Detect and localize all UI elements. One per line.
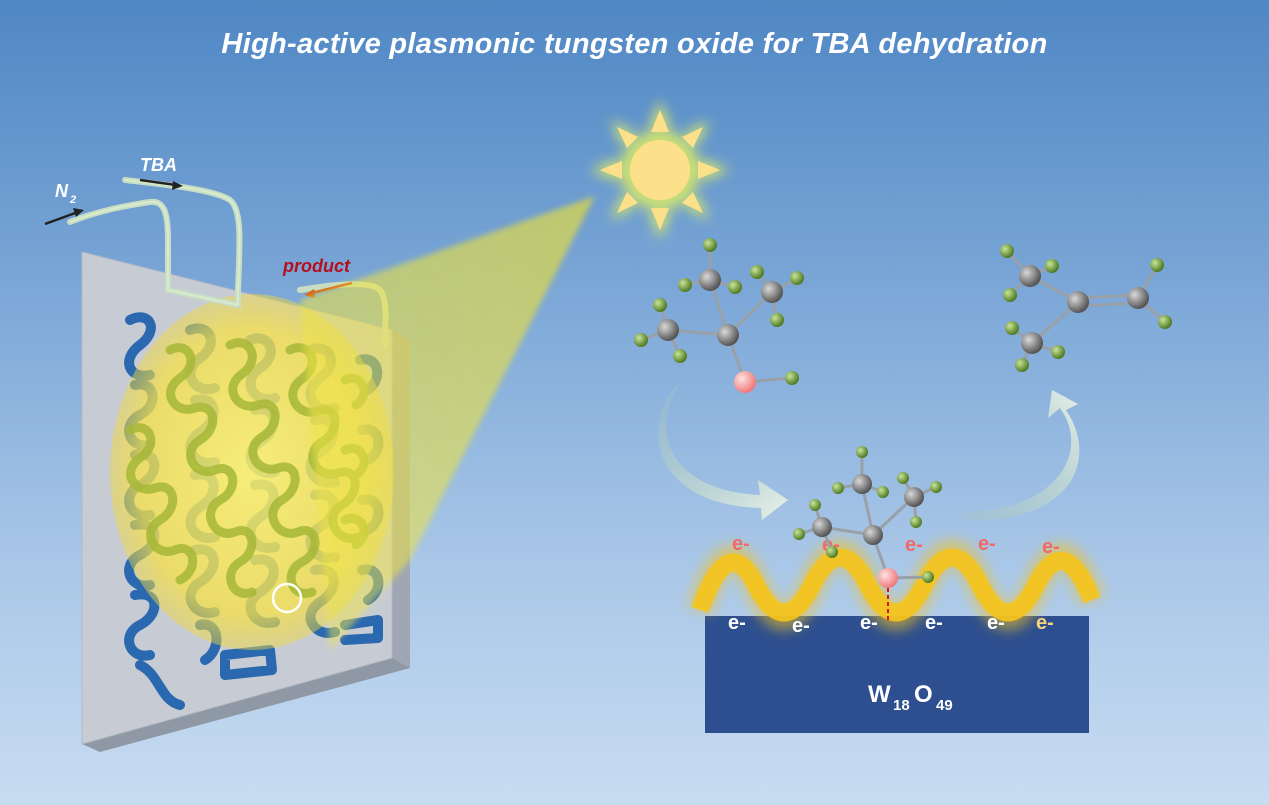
desorption-arrow-icon xyxy=(965,390,1080,521)
hot-electrons: e- e- e- e- e- xyxy=(732,533,1060,558)
electron-label: e- xyxy=(978,533,996,555)
electron-label: e- xyxy=(925,612,943,634)
tba-label: TBA xyxy=(140,155,177,175)
electron-label: e- xyxy=(1036,612,1054,634)
n2-label: N xyxy=(55,181,69,201)
adsorption-arrow-icon xyxy=(658,380,788,520)
tba-inlet: TBA xyxy=(139,155,183,190)
formula-o: O xyxy=(914,681,933,708)
formula-w: W xyxy=(868,681,891,708)
sun-icon xyxy=(590,100,730,240)
electron-label: e- xyxy=(732,533,750,555)
w18o49-block xyxy=(705,616,1089,733)
electron-label: e- xyxy=(728,612,746,634)
n2-arrow-icon xyxy=(44,210,79,226)
electron-label: e- xyxy=(792,615,810,637)
electron-label: e- xyxy=(860,612,878,634)
n2-subscript: 2 xyxy=(69,194,76,206)
tba-arrow-icon xyxy=(139,178,177,187)
electron-label: e- xyxy=(1042,536,1060,558)
n2-inlet: N 2 xyxy=(44,181,84,226)
formula-w-subscript: 18 xyxy=(893,697,910,714)
electron-label: e- xyxy=(905,534,923,556)
plate-bottom-edge xyxy=(82,658,410,752)
light-beam xyxy=(300,196,595,650)
formula-o-subscript: 49 xyxy=(936,697,953,714)
product-label: product xyxy=(282,256,351,276)
page-title: High-active plasmonic tungsten oxide for… xyxy=(221,28,1048,60)
isobutene-molecule xyxy=(1000,244,1172,372)
electron-label: e- xyxy=(987,612,1005,634)
surface-electrons: e- e- e- e- e- e- xyxy=(728,612,1054,637)
highlight-circle xyxy=(271,582,303,614)
tba-molecule xyxy=(634,238,804,393)
adsorbed-tba-molecule xyxy=(793,446,942,622)
plasmon-wave xyxy=(691,548,1101,622)
catalyst: W 18 O 49 e- e- e- e- e- e- e- e- e- e- … xyxy=(687,533,1105,733)
